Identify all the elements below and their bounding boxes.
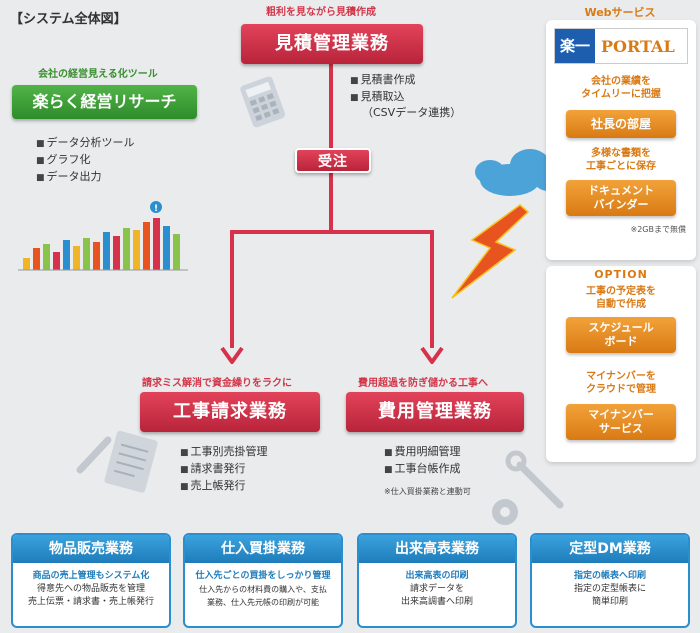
mynumber-service-button[interactable]: マイナンバー サービス xyxy=(566,404,676,440)
service-caption-president: 会社の業績を タイムリーに把握 xyxy=(581,76,661,100)
pen-icon xyxy=(76,436,112,474)
card-text: 仕入先からの材料費の購入や、支払 業務、仕入先元帳の印刷が可能 xyxy=(199,585,327,607)
cost-feature-2: 工事台帳作成 xyxy=(384,461,461,478)
card-subtitle: 指定の帳表へ印刷 xyxy=(573,571,646,581)
cost-feature-1: 費用明細管理 xyxy=(384,444,461,461)
cloud-icon xyxy=(475,149,562,196)
bottom-card-fixed-dm[interactable]: 定型DM業務 指定の帳表へ印刷 指定の定型帳表に 簡単印刷 xyxy=(530,533,690,628)
document-icon xyxy=(104,430,158,493)
option-panel: OPTION 工事の予定表を 自動で作成 スケジュール ボード マイナンバーを … xyxy=(546,266,696,462)
wrench-icon xyxy=(505,450,564,509)
option-caption-mynumber: マイナンバーを クラウドで管理 xyxy=(586,371,656,395)
svg-text:!: ! xyxy=(154,204,158,214)
billing-management-button[interactable]: 工事請求業務 xyxy=(140,392,320,432)
estimate-management-button[interactable]: 見積管理業務 xyxy=(241,24,423,64)
management-research-button[interactable]: 楽らく経営リサーチ xyxy=(12,85,197,119)
card-title: 定型DM業務 xyxy=(532,535,688,563)
lightning-icon xyxy=(451,204,530,299)
analysis-feature-3: データ出力 xyxy=(36,169,135,186)
analysis-feature-list: データ分析ツール グラフ化 データ出力 xyxy=(36,135,135,186)
calculator-icon xyxy=(240,76,286,128)
card-text: 得意先への物品販売を管理 売上伝票・請求書・売上帳発行 xyxy=(27,584,154,607)
cost-note: ※仕入買掛業務と連動可 xyxy=(384,487,471,496)
card-subtitle: 出来高表の印刷 xyxy=(405,571,469,581)
order-received-badge: 受注 xyxy=(295,148,371,173)
card-title: 物品販売業務 xyxy=(13,535,169,563)
web-services-panel: 楽一 PORTAL 会社の業績を タイムリーに把握 社長の部屋 多様な書類を 工… xyxy=(546,20,696,260)
billing-feature-list: 工事別売掛管理 請求書発行 売上帳発行 xyxy=(180,444,268,495)
gear-icon xyxy=(492,499,518,525)
estimate-caption: 粗利を見ながら見積作成 xyxy=(266,7,376,18)
estimate-feature-1: 見積書作成 xyxy=(350,72,416,89)
raku-portal-logo: 楽一 PORTAL xyxy=(554,28,688,64)
option-caption-schedule: 工事の予定表を 自動で作成 xyxy=(586,286,656,310)
logo-left-text: 楽一 xyxy=(555,29,596,63)
president-room-button[interactable]: 社長の部屋 xyxy=(566,110,676,138)
analysis-feature-2: グラフ化 xyxy=(36,152,135,169)
cost-management-button[interactable]: 費用管理業務 xyxy=(346,392,524,432)
connector-to-cost xyxy=(331,230,434,348)
logo-right-text: PORTAL xyxy=(601,36,675,56)
bottom-card-goods-sales[interactable]: 物品販売業務 商品の売上管理もシステム化 得意先への物品販売を管理 売上伝票・請… xyxy=(11,533,171,628)
connector-to-billing xyxy=(230,230,331,348)
bar-chart-icon: ! xyxy=(18,201,188,271)
web-services-heading: Webサービス xyxy=(584,6,656,19)
option-heading: OPTION xyxy=(594,268,648,281)
bottom-card-progress-report[interactable]: 出来高表業務 出来高表の印刷 請求データを 出来高調書へ印刷 xyxy=(357,533,517,628)
billing-feature-3: 売上帳発行 xyxy=(180,478,268,495)
service-caption-document: 多様な書類を 工事ごとに保存 xyxy=(586,148,656,172)
document-binder-button[interactable]: ドキュメント バインダー xyxy=(566,180,676,216)
card-title: 出来高表業務 xyxy=(359,535,515,563)
arrow-billing-icon xyxy=(220,346,244,364)
card-subtitle: 商品の売上管理もシステム化 xyxy=(32,571,150,581)
cost-caption: 費用超過を防ぎ儲かる工事へ xyxy=(358,378,488,389)
schedule-board-button[interactable]: スケジュール ボード xyxy=(566,317,676,353)
bottom-card-purchasing[interactable]: 仕入買掛業務 仕入先ごとの買掛をしっかり管理 仕入先からの材料費の購入や、支払 … xyxy=(183,533,343,628)
cost-feature-list: 費用明細管理 工事台帳作成 xyxy=(384,444,461,478)
billing-feature-2: 請求書発行 xyxy=(180,461,268,478)
page-title: 【システム全体図】 xyxy=(10,12,127,27)
billing-caption: 請求ミス解消で資金繰りをラクに xyxy=(142,378,292,389)
estimate-feature-3: （CSVデータ連携） xyxy=(362,106,462,119)
analysis-caption: 会社の経営見える化ツール xyxy=(38,69,158,80)
estimate-feature-2: 見積取込 xyxy=(350,89,416,106)
billing-feature-1: 工事別売掛管理 xyxy=(180,444,268,461)
card-text: 指定の定型帳表に 簡単印刷 xyxy=(573,584,646,607)
card-title: 仕入買掛業務 xyxy=(185,535,341,563)
card-text: 請求データを 出来高調書へ印刷 xyxy=(400,584,473,607)
card-subtitle: 仕入先ごとの買掛をしっかり管理 xyxy=(195,571,331,581)
analysis-feature-1: データ分析ツール xyxy=(36,135,135,152)
arrow-cost-icon xyxy=(420,346,444,364)
storage-note: ※2GBまで無償 xyxy=(630,225,686,234)
estimate-feature-list: 見積書作成 見積取込 xyxy=(350,72,416,106)
